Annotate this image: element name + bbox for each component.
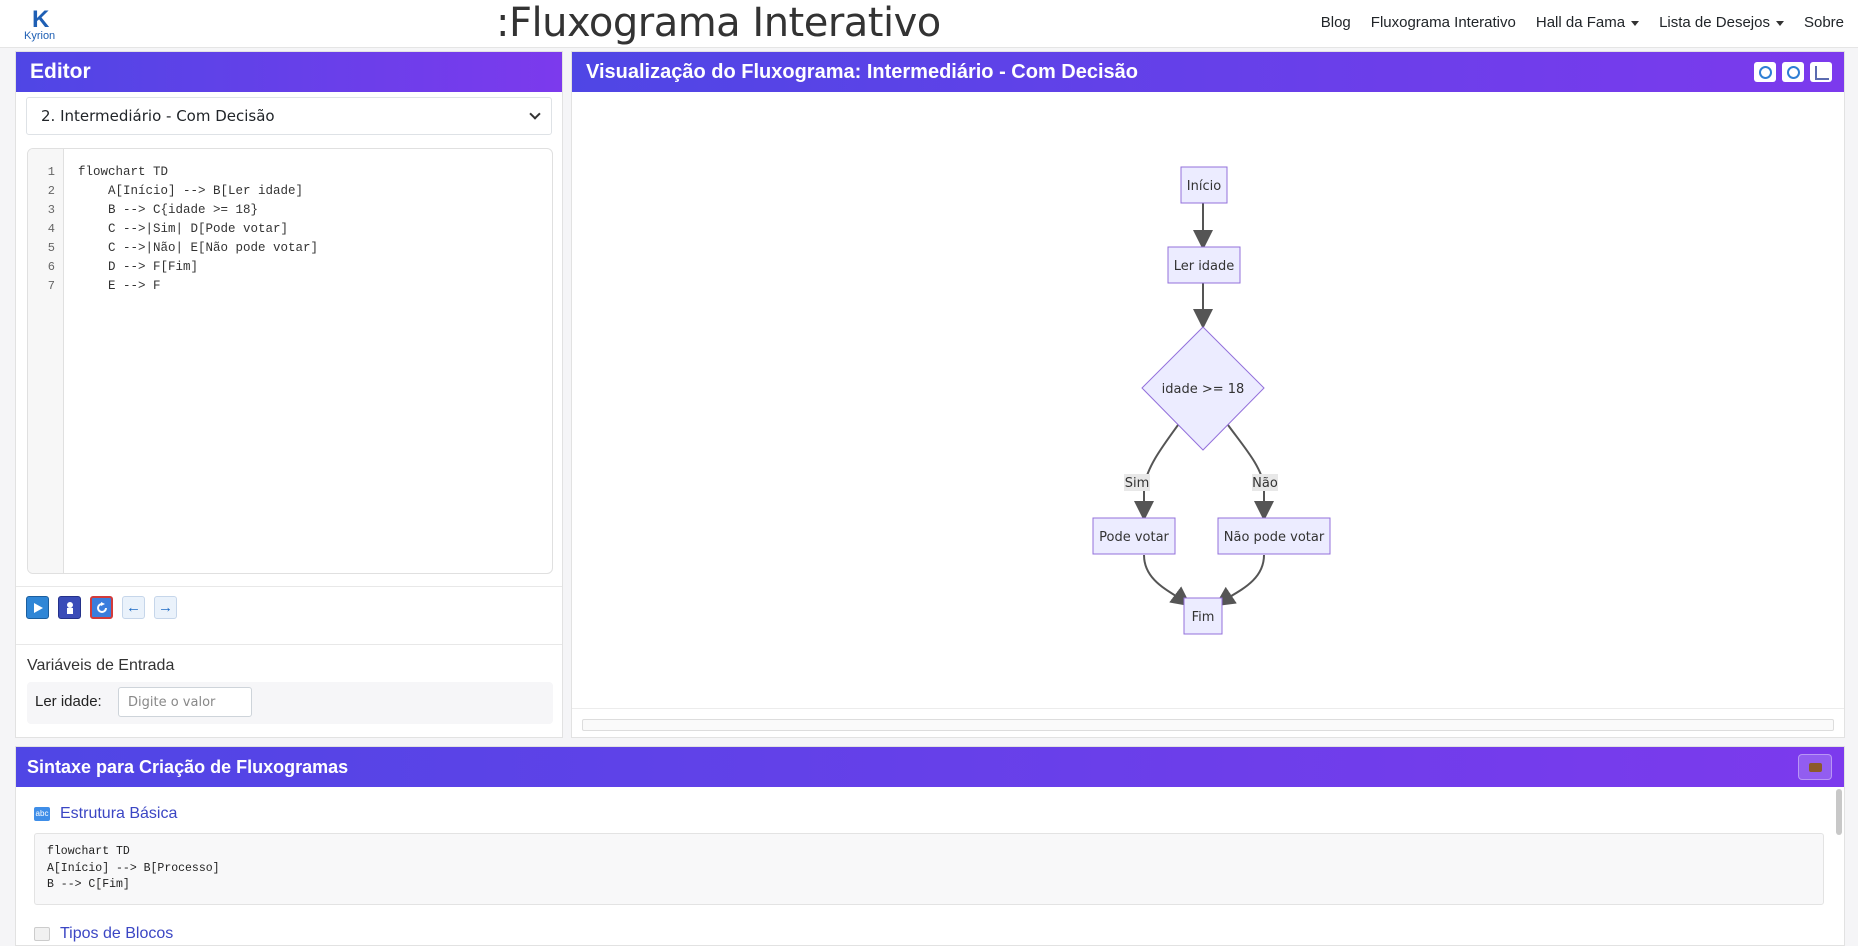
visualization-panel: Visualização do Fluxograma: Intermediári…	[571, 51, 1845, 738]
line-number: 5	[47, 241, 55, 255]
variable-label: Ler idade:	[35, 693, 102, 710]
section-tipos-de-blocos: Tipos de Blocos	[34, 925, 173, 943]
step-button[interactable]	[58, 596, 81, 619]
zoom-in-icon[interactable]	[1754, 62, 1776, 82]
node-label-decisao: idade >= 18	[1162, 382, 1245, 397]
logo-letter: K	[32, 6, 50, 33]
zoom-out-icon[interactable]	[1782, 62, 1804, 82]
line-number-gutter: 1 2 3 4 5 6 7	[28, 149, 64, 573]
nav-link-lista-label: Lista de Desejos	[1659, 14, 1770, 31]
briefcase-button[interactable]	[1798, 754, 1832, 780]
example-select-value: 2. Intermediário - Com Decisão	[41, 107, 275, 125]
top-navbar: K Kyrion :Fluxograma Interativo Blog Flu…	[0, 0, 1858, 48]
syntax-code-line: B --> C[Fim]	[47, 878, 130, 891]
line-number: 2	[47, 184, 55, 198]
logo-brand: Kyrion	[24, 30, 56, 42]
code-line: B --> C{idade >= 18}	[78, 203, 259, 217]
edge-decisao-sim	[1134, 424, 1179, 521]
edge-decisao-nao	[1227, 424, 1274, 521]
node-pode-votar[interactable]	[1092, 517, 1176, 555]
arrow-left-icon: ←	[126, 599, 141, 616]
code-line: A[Início] --> B[Ler idade]	[78, 184, 304, 198]
node-inicio[interactable]	[1180, 166, 1228, 204]
reset-icon	[96, 601, 107, 613]
divider	[16, 644, 562, 645]
section-title: Estrutura Básica	[60, 805, 178, 822]
variable-input-ler-idade[interactable]	[118, 687, 252, 717]
code-line: flowchart TD	[78, 165, 169, 179]
syntax-header: Sintaxe para Criação de Fluxogramas	[16, 747, 1844, 787]
play-icon	[33, 602, 43, 613]
edge-nao-fim	[1214, 554, 1265, 607]
play-button[interactable]	[26, 596, 49, 619]
edge-label-sim: Sim	[1125, 476, 1150, 491]
node-nao-pode-votar[interactable]	[1217, 517, 1331, 555]
editor-header: Editor	[16, 52, 562, 92]
variables-title: Variáveis de Entrada	[27, 657, 175, 674]
caret-down-icon	[1631, 20, 1640, 26]
code-editor[interactable]: 1 2 3 4 5 6 7 flowchart TD A[Início] -->…	[27, 148, 553, 574]
code-lines[interactable]: flowchart TD A[Início] --> B[Ler idade] …	[78, 163, 318, 296]
previous-step-button[interactable]: ←	[122, 596, 145, 619]
code-line: D --> F[Fim]	[78, 260, 199, 274]
nav-link-hall-da-fama[interactable]: Hall da Fama	[1535, 14, 1640, 31]
abc-icon: abc	[34, 807, 50, 821]
next-step-button[interactable]: →	[154, 596, 177, 619]
variables-box: Ler idade:	[27, 682, 553, 724]
edge-label-bg	[1124, 474, 1150, 491]
horizontal-scrollbar[interactable]	[582, 719, 1834, 731]
node-label-ler-idade: Ler idade	[1174, 259, 1235, 274]
node-decisao[interactable]	[1141, 326, 1265, 451]
code-line: E --> F	[78, 279, 161, 293]
nav-links: Blog Fluxograma Interativo Hall da Fama …	[1321, 14, 1844, 31]
nav-link-lista-desejos[interactable]: Lista de Desejos	[1659, 14, 1784, 31]
edge-sim-fim	[1143, 554, 1192, 607]
node-label-inicio: Início	[1187, 179, 1221, 194]
section-title: Tipos de Blocos	[60, 925, 174, 942]
syntax-code-line: flowchart TD	[47, 845, 130, 858]
nav-link-sobre[interactable]: Sobre	[1803, 14, 1844, 31]
example-select[interactable]: 2. Intermediário - Com Decisão	[26, 97, 552, 135]
execution-toolbar: ← →	[26, 596, 177, 624]
edge-label-nao: Não	[1252, 476, 1278, 491]
divider	[572, 708, 1844, 709]
fit-icon[interactable]	[1810, 62, 1832, 82]
document-icon	[34, 927, 50, 941]
caret-down-icon	[1775, 20, 1784, 26]
line-number: 3	[47, 203, 55, 217]
chevron-down-icon	[529, 108, 541, 120]
syntax-code-line: A[Início] --> B[Processo]	[47, 861, 220, 875]
node-ler-idade[interactable]	[1167, 246, 1241, 284]
edge-label-bg	[1252, 474, 1278, 491]
step-icon	[66, 601, 73, 614]
visualization-title: Visualização do Fluxograma: Intermediári…	[586, 61, 1139, 83]
code-line: C -->|Sim| D[Pode votar]	[78, 222, 289, 236]
nav-link-blog[interactable]: Blog	[1320, 14, 1351, 31]
code-line: C -->|Não| E[Não pode votar]	[78, 241, 319, 255]
node-label-fim: Fim	[1192, 610, 1215, 625]
editor-panel: Editor 2. Intermediário - Com Decisão 1 …	[15, 51, 563, 738]
syntax-panel: Sintaxe para Criação de Fluxogramas abc …	[15, 746, 1845, 946]
site-title: :Fluxograma Interativo	[496, 0, 941, 46]
node-fim[interactable]	[1183, 597, 1223, 635]
section-estrutura-basica: abc Estrutura Básica	[34, 805, 177, 823]
line-number: 4	[47, 222, 55, 236]
node-label-pode-votar: Pode votar	[1099, 530, 1169, 545]
kyrion-logo[interactable]: K Kyrion	[22, 6, 66, 42]
line-number: 7	[47, 279, 55, 293]
arrow-right-icon: →	[158, 599, 173, 616]
nav-link-fluxograma[interactable]: Fluxograma Interativo	[1370, 14, 1516, 31]
nav-link-hall-label: Hall da Fama	[1535, 14, 1626, 31]
divider	[16, 586, 562, 587]
syntax-title: Sintaxe para Criação de Fluxogramas	[27, 757, 349, 777]
syntax-code-block: flowchart TD A[Início] --> B[Processo] B…	[34, 833, 1824, 905]
flowchart-diagram[interactable]: Sim Não Início Ler idade idade >= 18 Pod…	[572, 92, 1844, 708]
reset-button[interactable]	[90, 596, 113, 619]
zoom-controls	[1754, 62, 1832, 82]
line-number: 6	[47, 260, 55, 274]
visualization-header: Visualização do Fluxograma: Intermediári…	[572, 52, 1844, 92]
line-number: 1	[47, 165, 55, 179]
vertical-scrollbar[interactable]	[1836, 789, 1842, 835]
node-label-nao-pode-votar: Não pode votar	[1224, 530, 1325, 545]
